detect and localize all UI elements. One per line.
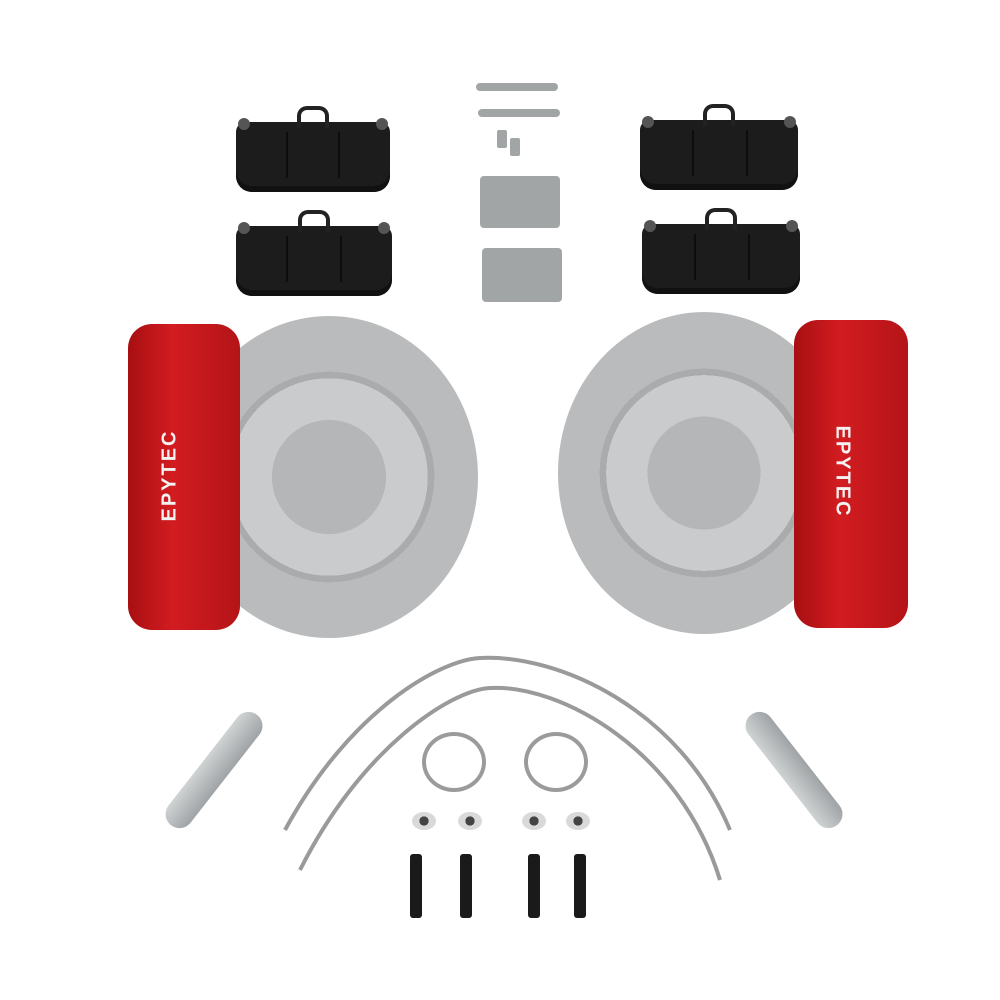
small-bolt <box>510 138 520 156</box>
spacer <box>566 812 590 830</box>
centering-ring <box>524 732 588 792</box>
caliper-bolt <box>574 854 586 918</box>
guide-pin <box>476 83 558 91</box>
centering-ring <box>422 732 486 792</box>
brake-caliper-right: EPYTEC <box>794 320 908 628</box>
spring-clip <box>480 176 560 228</box>
brake-lines <box>283 655 732 881</box>
spring-clip <box>482 248 562 302</box>
spacer <box>412 812 436 830</box>
small-bolt <box>497 130 507 148</box>
caliper-logo: EPYTEC <box>831 425 854 518</box>
caliper-logo: EPYTEC <box>158 429 181 522</box>
brake-caliper-left: EPYTEC <box>128 324 240 630</box>
adapter-bracket-left <box>159 706 269 834</box>
caliper-bolt <box>410 854 422 918</box>
brake-pad-top-right <box>640 104 798 190</box>
brake-pad-top-left <box>236 106 390 192</box>
guide-pin <box>478 109 560 117</box>
spacer <box>458 812 482 830</box>
brake-pad-bottom-right <box>642 208 800 294</box>
caliper-bolt <box>460 854 472 918</box>
caliper-bolt <box>528 854 540 918</box>
brake-pad-bottom-left <box>236 210 392 296</box>
spacer <box>522 812 546 830</box>
